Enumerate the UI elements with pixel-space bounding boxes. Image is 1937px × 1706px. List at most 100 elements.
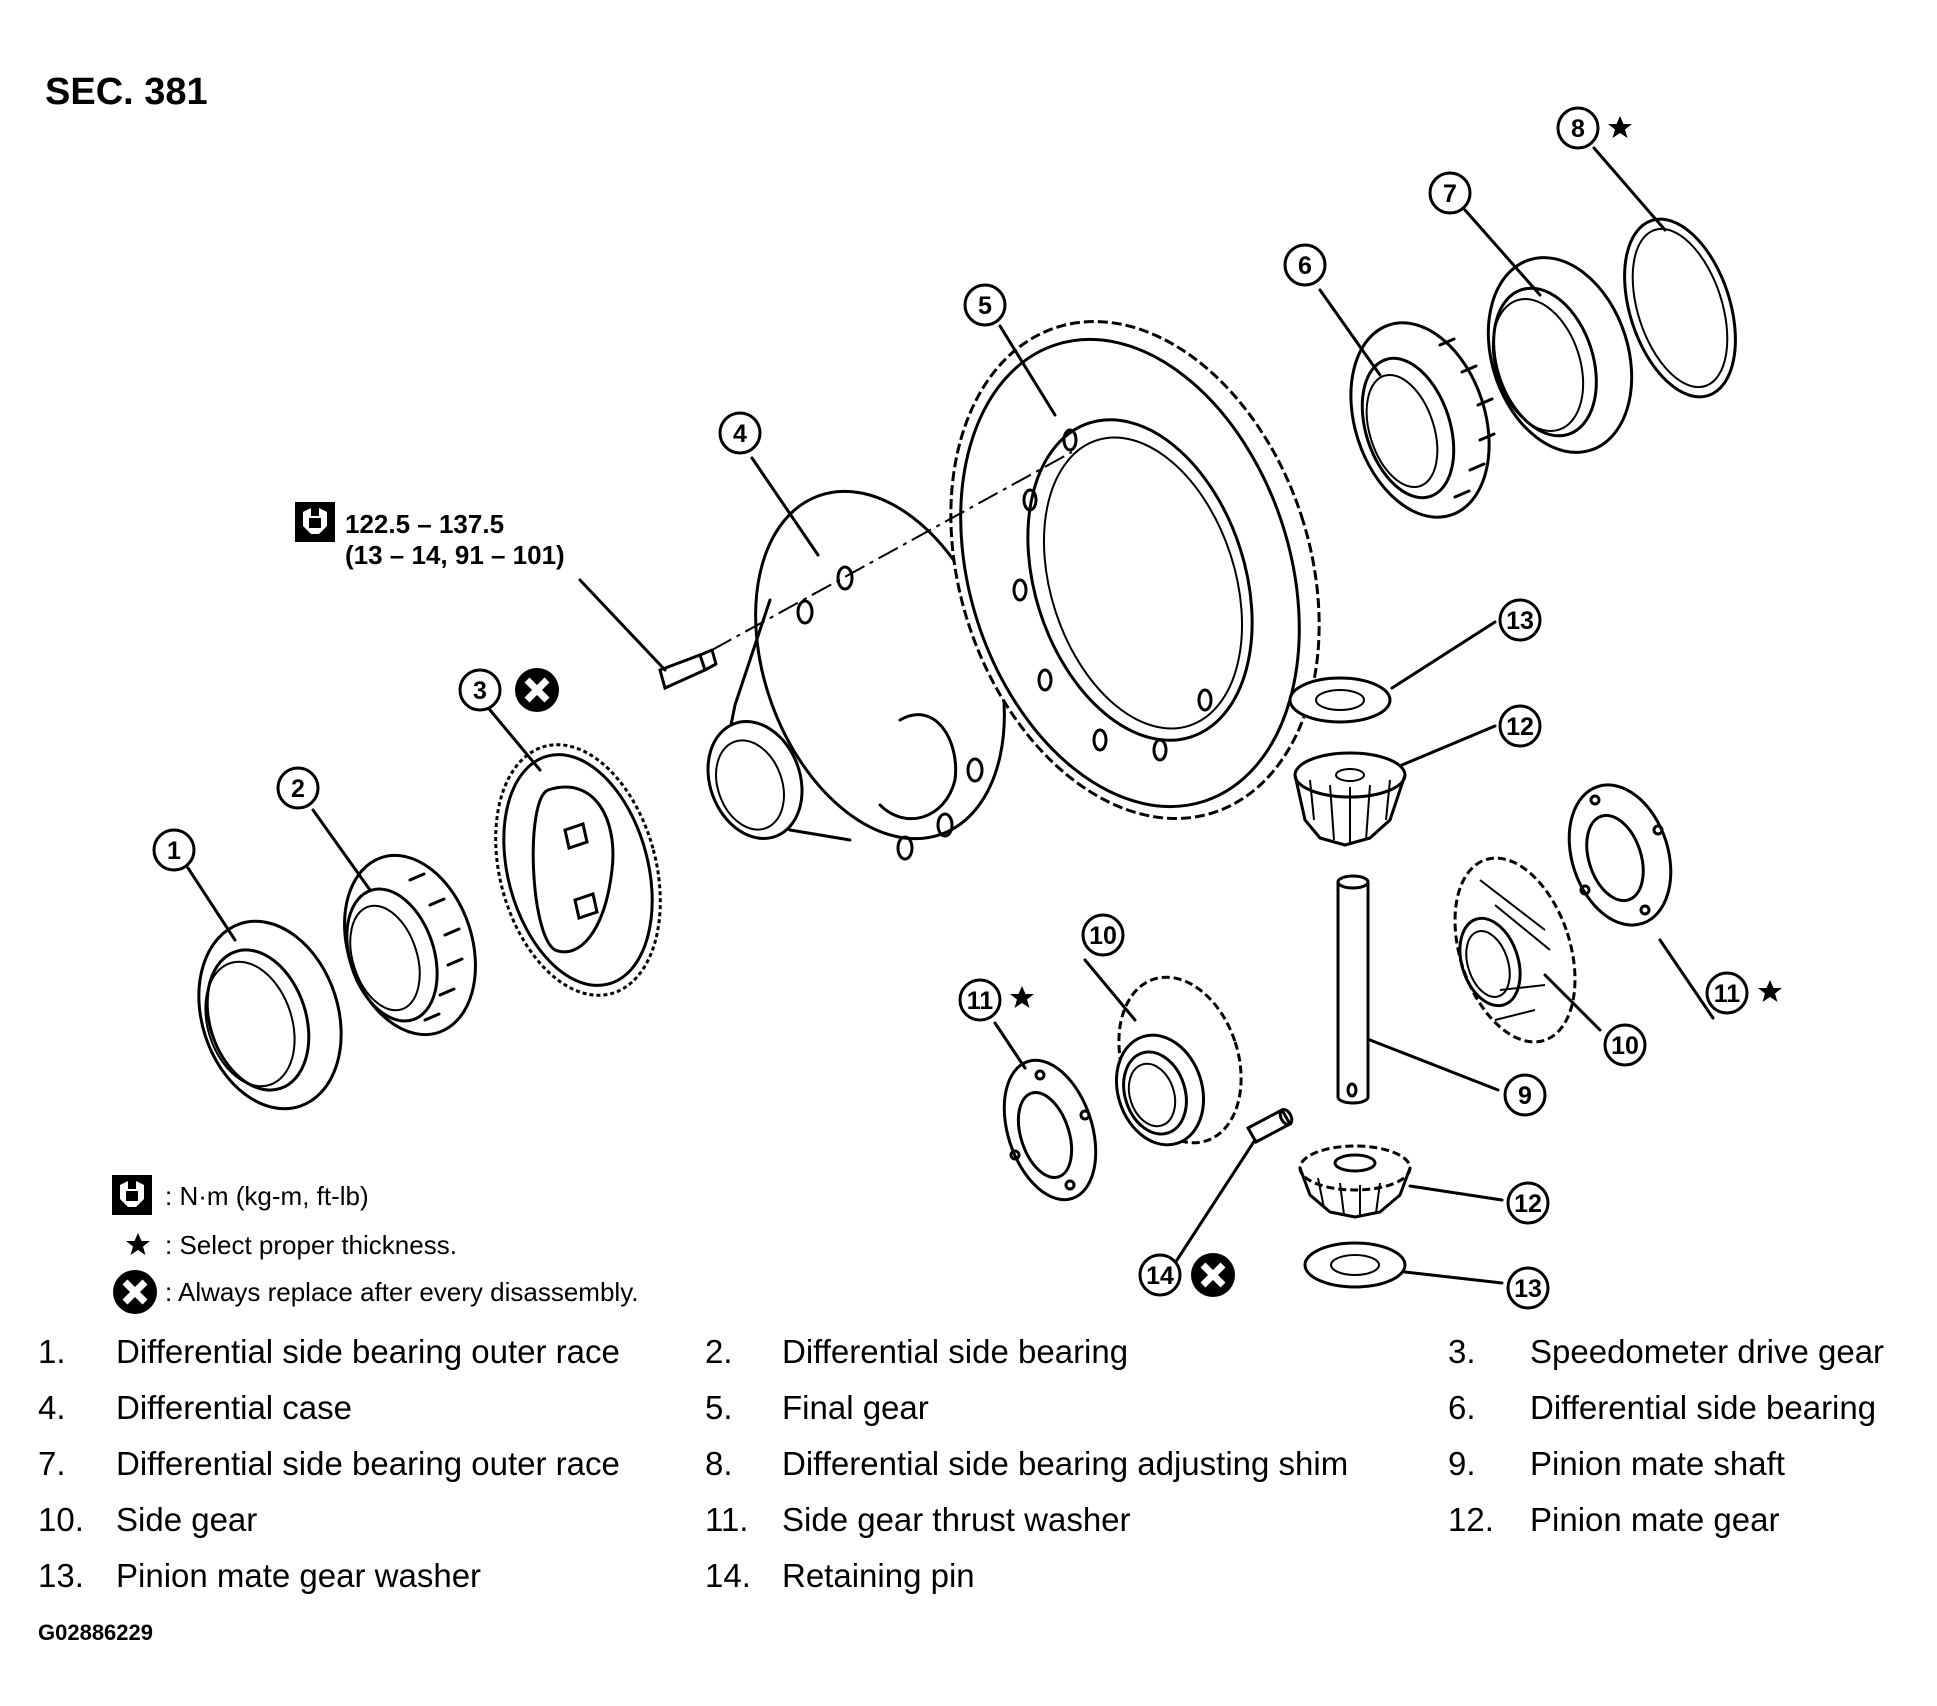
svg-text:12: 12: [1514, 1190, 1542, 1218]
part-12-pinion-mate-gear-bottom: [1298, 1144, 1412, 1219]
part-name: Pinion mate gear washer: [116, 1557, 481, 1594]
callout-5: 5: [963, 283, 1007, 327]
callout-10-left: 10: [1081, 913, 1125, 957]
svg-text:1: 1: [167, 837, 181, 865]
part-2-side-bearing: [343, 853, 477, 1037]
leader-lines: [186, 146, 1715, 1285]
part-10-side-gear-right: [1453, 856, 1577, 1044]
part-name: Side gear thrust washer: [782, 1501, 1131, 1538]
svg-text:2: 2: [291, 775, 305, 803]
part-number: 3.: [1448, 1333, 1476, 1370]
part-number: 11.: [705, 1501, 748, 1538]
part-name: Differential side bearing outer race: [116, 1333, 620, 1370]
part-8-adjusting-shim: [1623, 217, 1737, 399]
legend-select-thickness: : Select proper thickness.: [165, 1230, 457, 1260]
part-11-thrust-washer-right: [1567, 783, 1673, 927]
svg-text:12: 12: [1506, 713, 1534, 741]
part-number: 6.: [1448, 1389, 1476, 1426]
legend-torque-unit: : N·m (kg-m, ft-lb): [165, 1181, 369, 1211]
star-icon-part-11-right: [1758, 980, 1782, 1002]
part-12-pinion-mate-gear-top: [1293, 751, 1407, 847]
part-name: Differential case: [116, 1389, 352, 1426]
part-number: 5.: [705, 1389, 733, 1426]
svg-text:3: 3: [473, 677, 487, 705]
svg-text:11: 11: [1714, 980, 1741, 1008]
legend-star-icon: [126, 1233, 150, 1255]
callout-11-right: 11: [1705, 971, 1749, 1015]
legend-always-replace: : Always replace after every disassembly…: [165, 1277, 638, 1307]
part-13-washer-top: [1288, 676, 1392, 724]
part-number: 14.: [705, 1557, 751, 1594]
part-number: 12.: [1448, 1501, 1494, 1538]
svg-text:10: 10: [1089, 922, 1117, 950]
svg-text:13: 13: [1514, 1275, 1542, 1303]
svg-text:8: 8: [1571, 115, 1585, 143]
part-9-pinion-mate-shaft: [1336, 874, 1370, 1105]
part-number: 4.: [38, 1389, 66, 1426]
part-1-outer-race: [197, 919, 343, 1111]
part-number: 10.: [38, 1501, 84, 1538]
part-name: Retaining pin: [782, 1557, 975, 1594]
part-13-washer-bottom: [1303, 1241, 1407, 1289]
replace-icon-part-14: [1191, 1253, 1235, 1297]
callout-6: 6: [1283, 243, 1327, 287]
part-14-retaining-pin: [1245, 1107, 1294, 1145]
callout-12-bottom: 12: [1506, 1181, 1550, 1225]
part-4-differential-case: [706, 489, 1006, 861]
part-number: 2.: [705, 1333, 733, 1370]
part-name: Pinion mate gear: [1530, 1501, 1779, 1538]
callout-3: 3: [458, 668, 502, 712]
part-number: 13.: [38, 1557, 84, 1594]
callout-12-top: 12: [1498, 704, 1542, 748]
part-name: Differential side bearing: [1530, 1389, 1876, 1426]
section-title: SEC. 381: [45, 71, 208, 113]
part-6-side-bearing: [1349, 321, 1496, 519]
svg-text:6: 6: [1298, 252, 1312, 280]
part-5-final-gear: [949, 320, 1321, 820]
part-7-outer-race: [1486, 256, 1634, 454]
part-10-side-gear-left: [1114, 975, 1243, 1147]
part-11-thrust-washer-left: [1002, 1058, 1098, 1202]
torque-spec-alt-units: (13 – 14, 91 – 101): [345, 540, 565, 570]
torque-spec-nm: 122.5 – 137.5: [345, 509, 504, 539]
callout-11-left: 11: [958, 978, 1002, 1022]
part-number: 9.: [1448, 1445, 1476, 1482]
svg-text:13: 13: [1506, 607, 1534, 635]
parts-list: 1. Differential side bearing outer race …: [38, 1333, 1884, 1594]
svg-text:10: 10: [1611, 1032, 1639, 1060]
part-name: Differential side bearing outer race: [116, 1445, 620, 1482]
part-name: Differential side bearing: [782, 1333, 1128, 1370]
svg-text:14: 14: [1146, 1262, 1174, 1290]
callout-10-right: 10: [1603, 1023, 1647, 1067]
part-number: 8.: [705, 1445, 733, 1482]
legend-replace-icon: [113, 1270, 157, 1314]
svg-text:5: 5: [978, 292, 992, 320]
part-name: Side gear: [116, 1501, 257, 1538]
star-icon-part-8: [1608, 116, 1632, 138]
callout-9: 9: [1503, 1073, 1547, 1117]
star-icon-part-11-left: [1010, 986, 1034, 1008]
callout-14: 14: [1138, 1253, 1182, 1297]
part-name: Speedometer drive gear: [1530, 1333, 1884, 1370]
svg-text:11: 11: [967, 987, 994, 1015]
torque-wrench-icon: [295, 502, 335, 542]
svg-text:9: 9: [1518, 1082, 1532, 1110]
legend-torque-icon: [112, 1175, 152, 1215]
part-number: 7.: [38, 1445, 66, 1482]
part-name: Pinion mate shaft: [1530, 1445, 1785, 1482]
callout-4: 4: [718, 411, 762, 455]
ring-gear-bolt: [658, 451, 1073, 691]
svg-text:7: 7: [1443, 180, 1457, 208]
part-name: Final gear: [782, 1389, 929, 1426]
callout-8: 8: [1556, 106, 1600, 150]
part-name: Differential side bearing adjusting shim: [782, 1445, 1348, 1482]
part-number: 1.: [38, 1333, 66, 1370]
svg-text:4: 4: [733, 420, 747, 448]
callout-7: 7: [1428, 171, 1472, 215]
replace-icon-part-3: [515, 668, 559, 712]
callout-13-top: 13: [1498, 598, 1542, 642]
callout-13-bottom: 13: [1506, 1266, 1550, 1310]
part-3-speedometer-drive-gear: [494, 743, 662, 997]
callout-1: 1: [152, 828, 196, 872]
